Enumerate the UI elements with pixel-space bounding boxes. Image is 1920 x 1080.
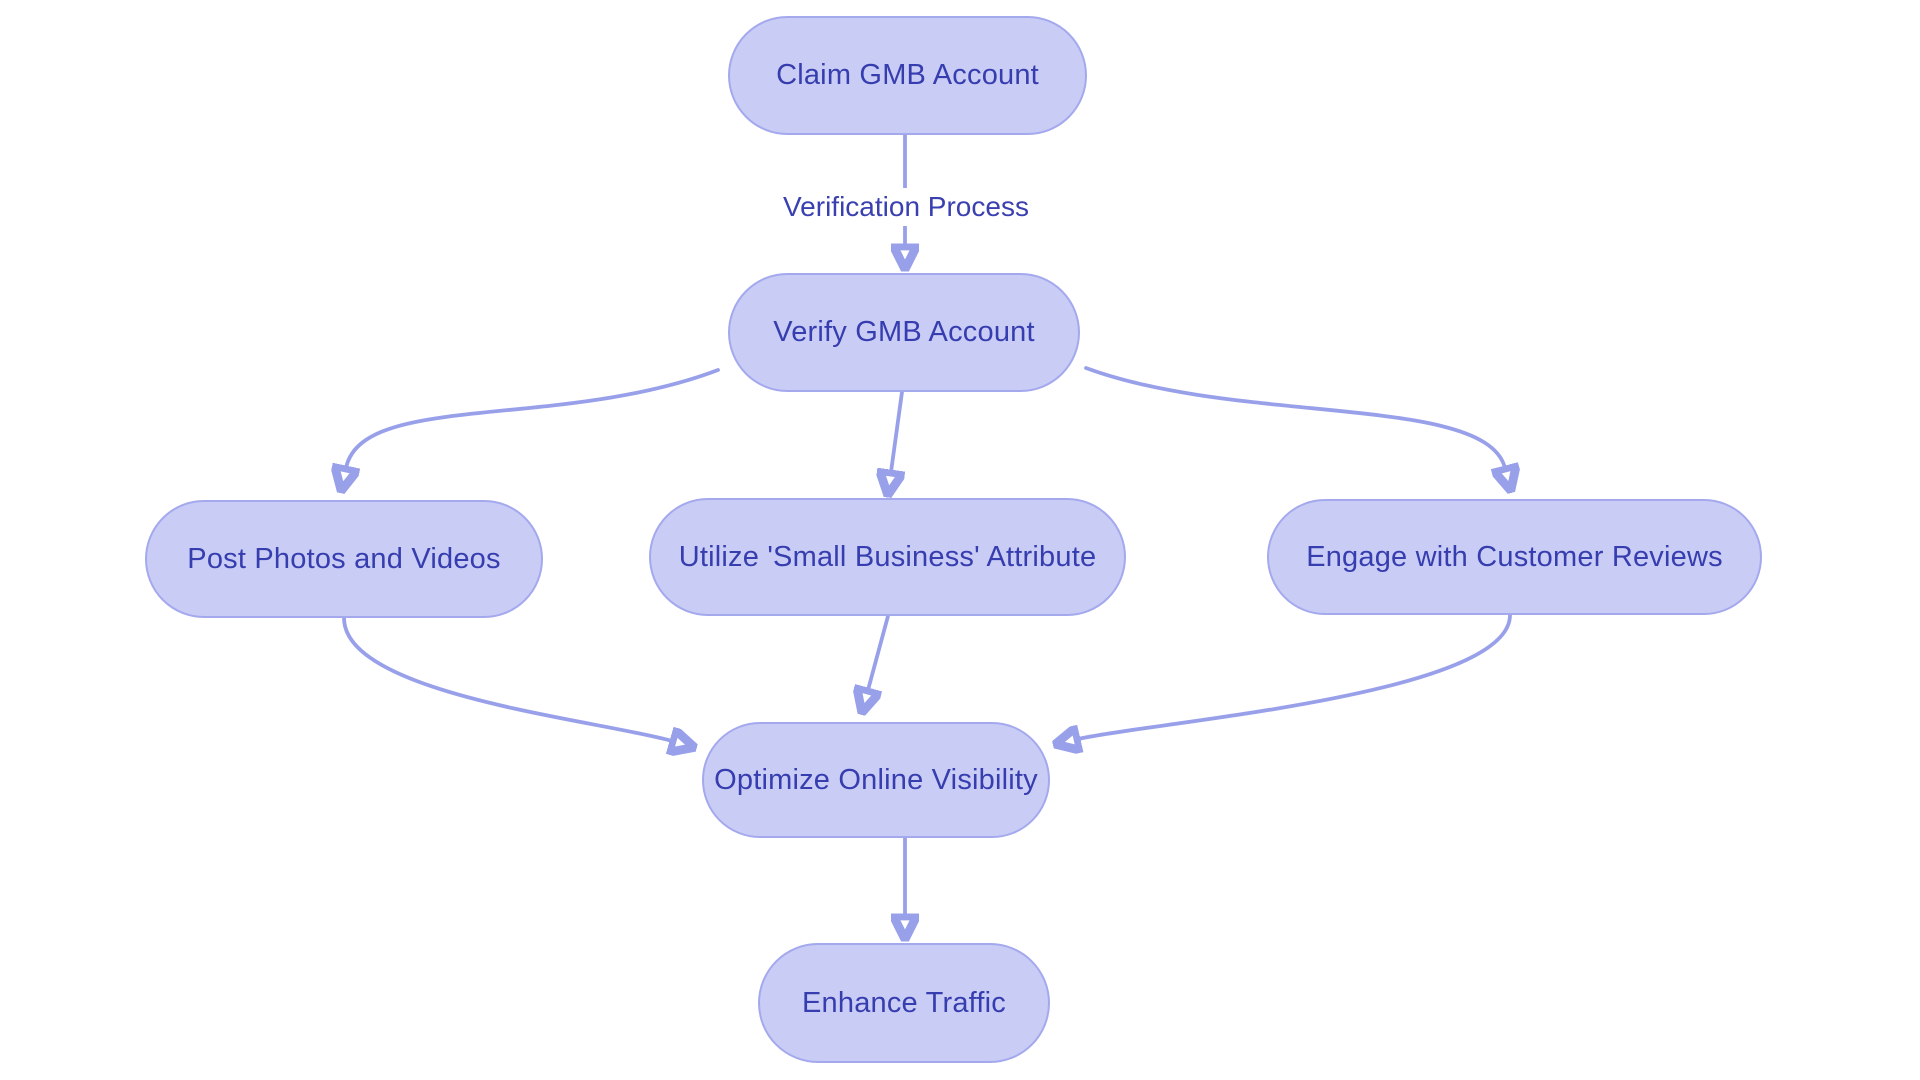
node-claim-gmb-account-label: Claim GMB Account xyxy=(776,59,1039,91)
node-optimize-online-visibility-label: Optimize Online Visibility xyxy=(714,763,1038,796)
edge-utilize-to-optimize xyxy=(868,614,890,690)
node-post-photos-and-videos-label: Post Photos and Videos xyxy=(187,542,501,575)
edge-verify-to-engage xyxy=(1084,366,1505,468)
node-enhance-traffic-label: Enhance Traffic xyxy=(802,986,1006,1019)
edge-engage-to-optimize xyxy=(1078,613,1512,739)
node-utilize-small-business-attribute-label: Utilize 'Small Business' Attribute xyxy=(678,540,1097,573)
node-engage-with-customer-reviews-label: Engage with Customer Reviews xyxy=(1306,540,1723,573)
node-utilize-small-business-attribute: Utilize 'Small Business' Attribute xyxy=(649,498,1126,616)
node-optimize-online-visibility: Optimize Online Visibility xyxy=(702,722,1050,838)
node-post-photos-and-videos: Post Photos and Videos xyxy=(145,500,543,618)
node-verify-gmb-account: Verify GMB Account xyxy=(728,273,1080,392)
edge-verify-to-post xyxy=(346,368,720,468)
edge-post-to-optimize xyxy=(342,616,672,741)
node-verify-gmb-account-label: Verify GMB Account xyxy=(773,316,1035,348)
edge-label-verification-process: Verification Process xyxy=(773,188,1039,226)
node-claim-gmb-account: Claim GMB Account xyxy=(728,16,1087,135)
edge-verify-to-utilize xyxy=(891,390,902,472)
node-enhance-traffic: Enhance Traffic xyxy=(758,943,1050,1063)
node-engage-with-customer-reviews: Engage with Customer Reviews xyxy=(1267,499,1762,615)
edge-label-verification-process-text: Verification Process xyxy=(783,191,1029,222)
